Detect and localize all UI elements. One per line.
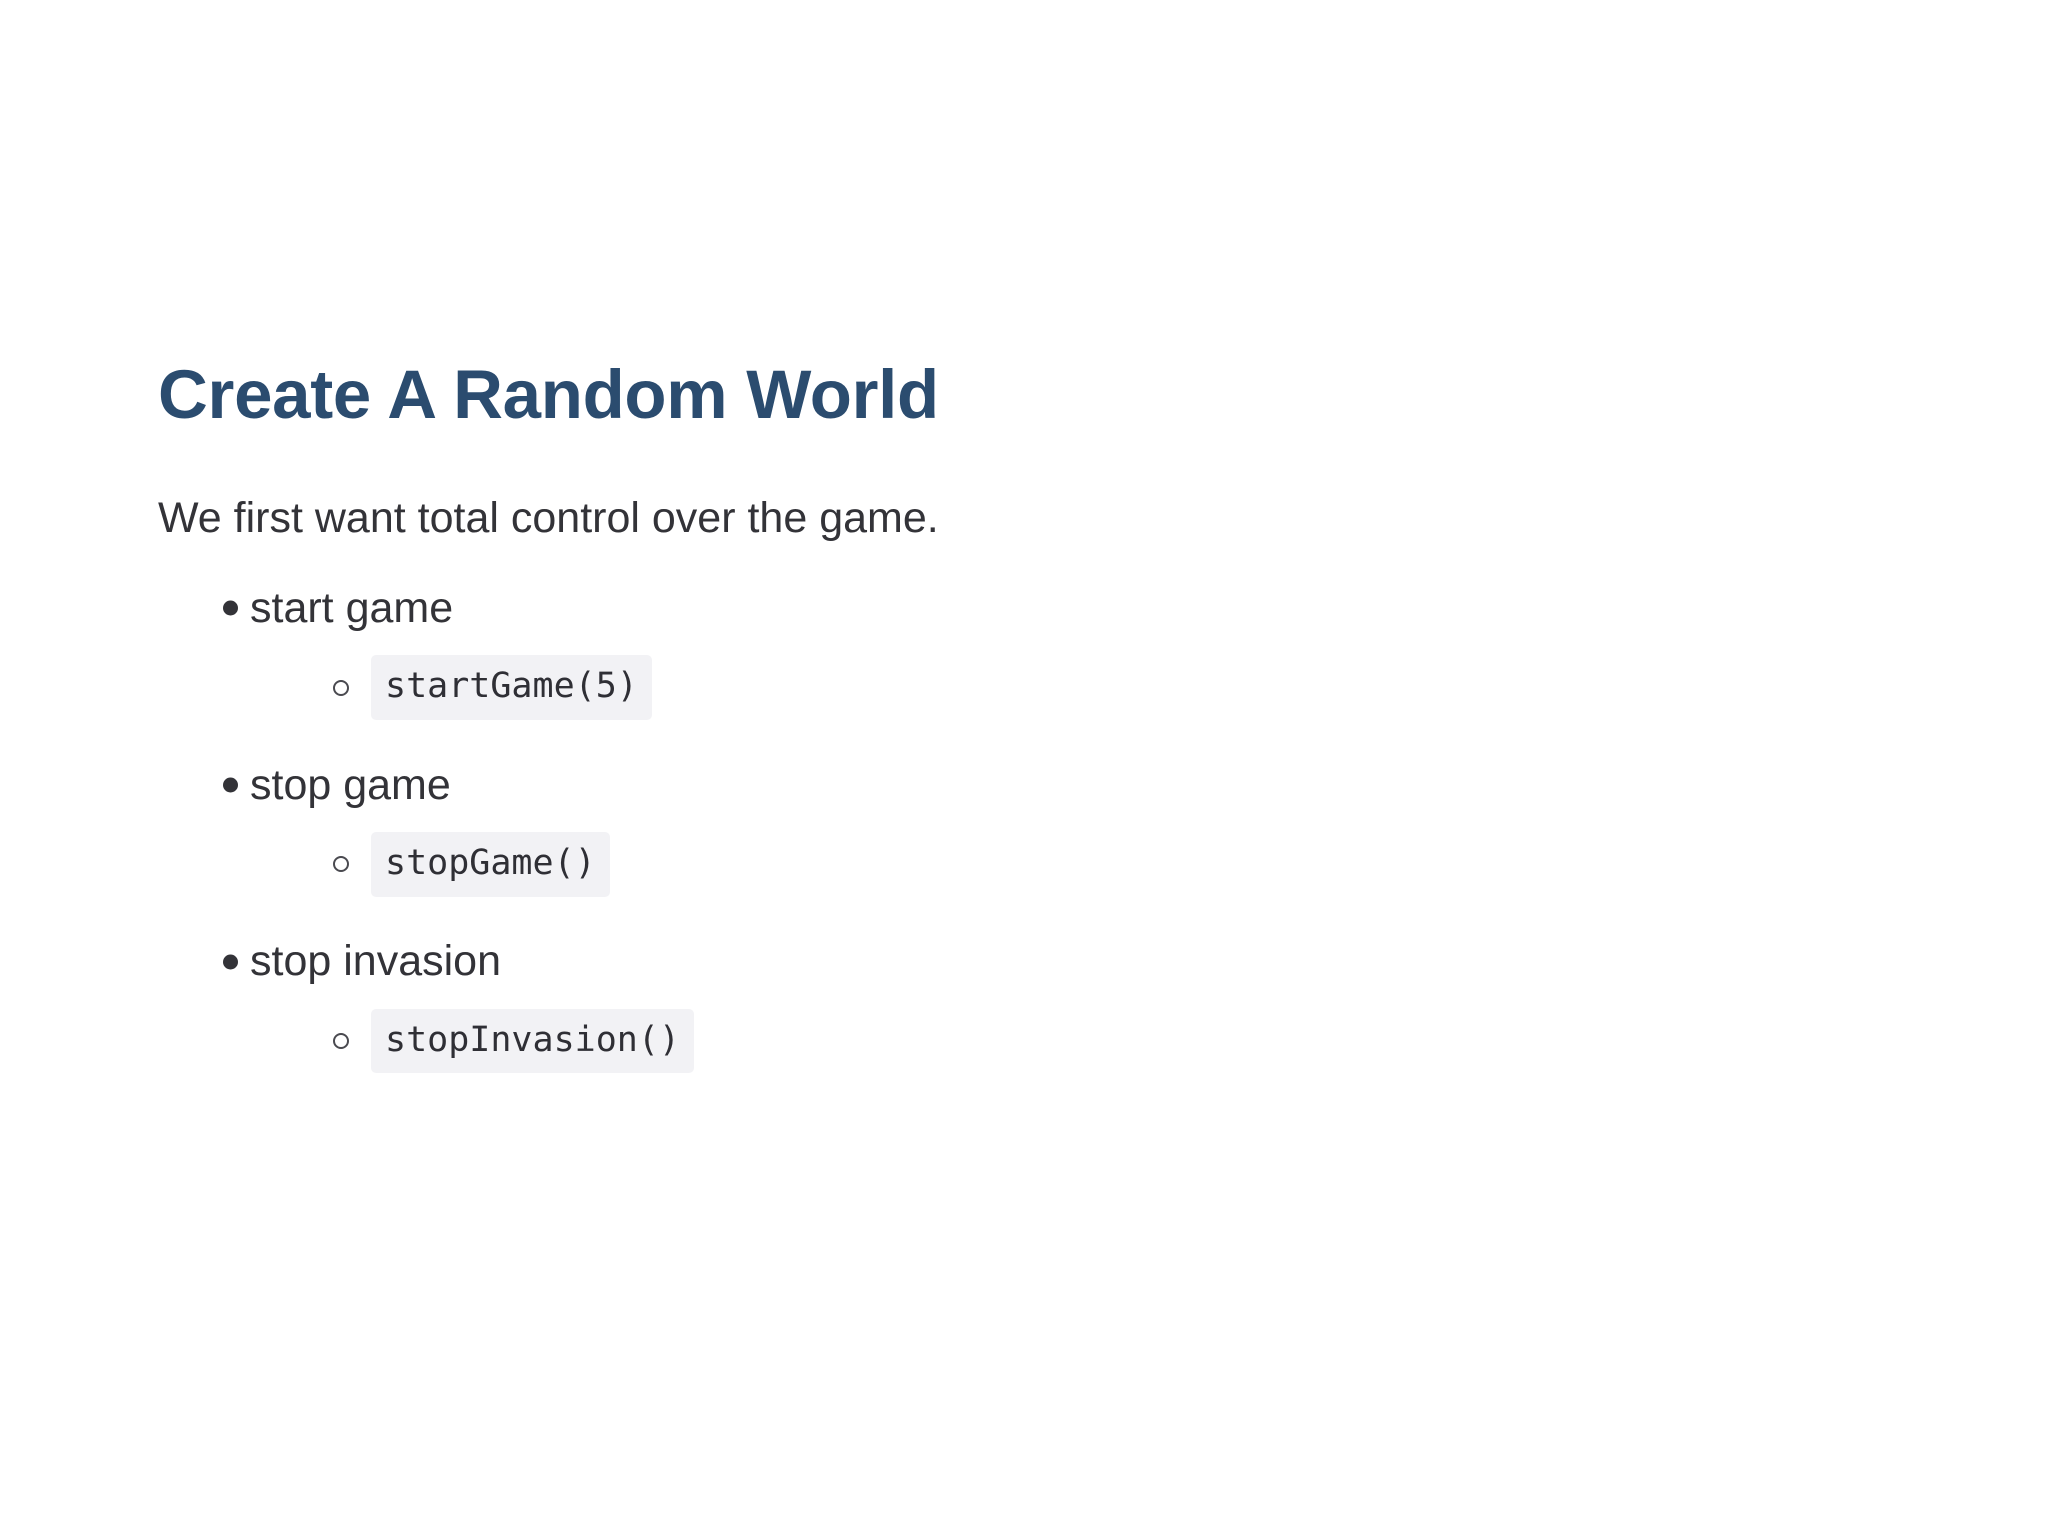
outline-item-label: stop game bbox=[250, 760, 451, 809]
sub-list: stopGame() bbox=[158, 831, 1918, 897]
outline-item-label: stop invasion bbox=[250, 937, 501, 986]
outline-item-row: stop invasion bbox=[158, 931, 1918, 993]
list-item: start game startGame(5) bbox=[158, 577, 1918, 720]
list-item: stopGame() bbox=[158, 831, 1918, 897]
disc-bullet-icon bbox=[223, 777, 238, 793]
code-snippet: startGame(5) bbox=[371, 655, 652, 720]
lead-paragraph: We first want total control over the gam… bbox=[158, 494, 939, 543]
sub-item-row: startGame(5) bbox=[158, 655, 1918, 720]
disc-bullet-icon bbox=[223, 600, 238, 616]
slide-content: Create A Random World We first want tota… bbox=[158, 356, 1918, 1107]
outline-item-row: start game bbox=[158, 577, 1918, 639]
outline-item-label: start game bbox=[250, 583, 454, 632]
sub-list: stopInvasion() bbox=[158, 1008, 1918, 1074]
sub-item-row: stopInvasion() bbox=[158, 1008, 1918, 1074]
outline-list: start game startGame(5) stop game bbox=[158, 577, 1918, 1074]
list-item: startGame(5) bbox=[158, 655, 1918, 720]
code-snippet: stopInvasion() bbox=[371, 1008, 695, 1074]
page-title: Create A Random World bbox=[158, 356, 939, 433]
disc-bullet-icon bbox=[223, 954, 238, 970]
outline-item-row: stop game bbox=[158, 754, 1918, 816]
circle-bullet-icon bbox=[333, 1032, 349, 1049]
list-item: stop invasion stopInvasion() bbox=[158, 931, 1918, 1074]
list-item: stopInvasion() bbox=[158, 1008, 1918, 1074]
circle-bullet-icon bbox=[333, 679, 349, 696]
sub-item-row: stopGame() bbox=[158, 831, 1918, 897]
code-snippet: stopGame() bbox=[371, 831, 610, 897]
sub-list: startGame(5) bbox=[158, 655, 1918, 720]
list-item: stop game stopGame() bbox=[158, 754, 1918, 897]
circle-bullet-icon bbox=[333, 856, 349, 873]
